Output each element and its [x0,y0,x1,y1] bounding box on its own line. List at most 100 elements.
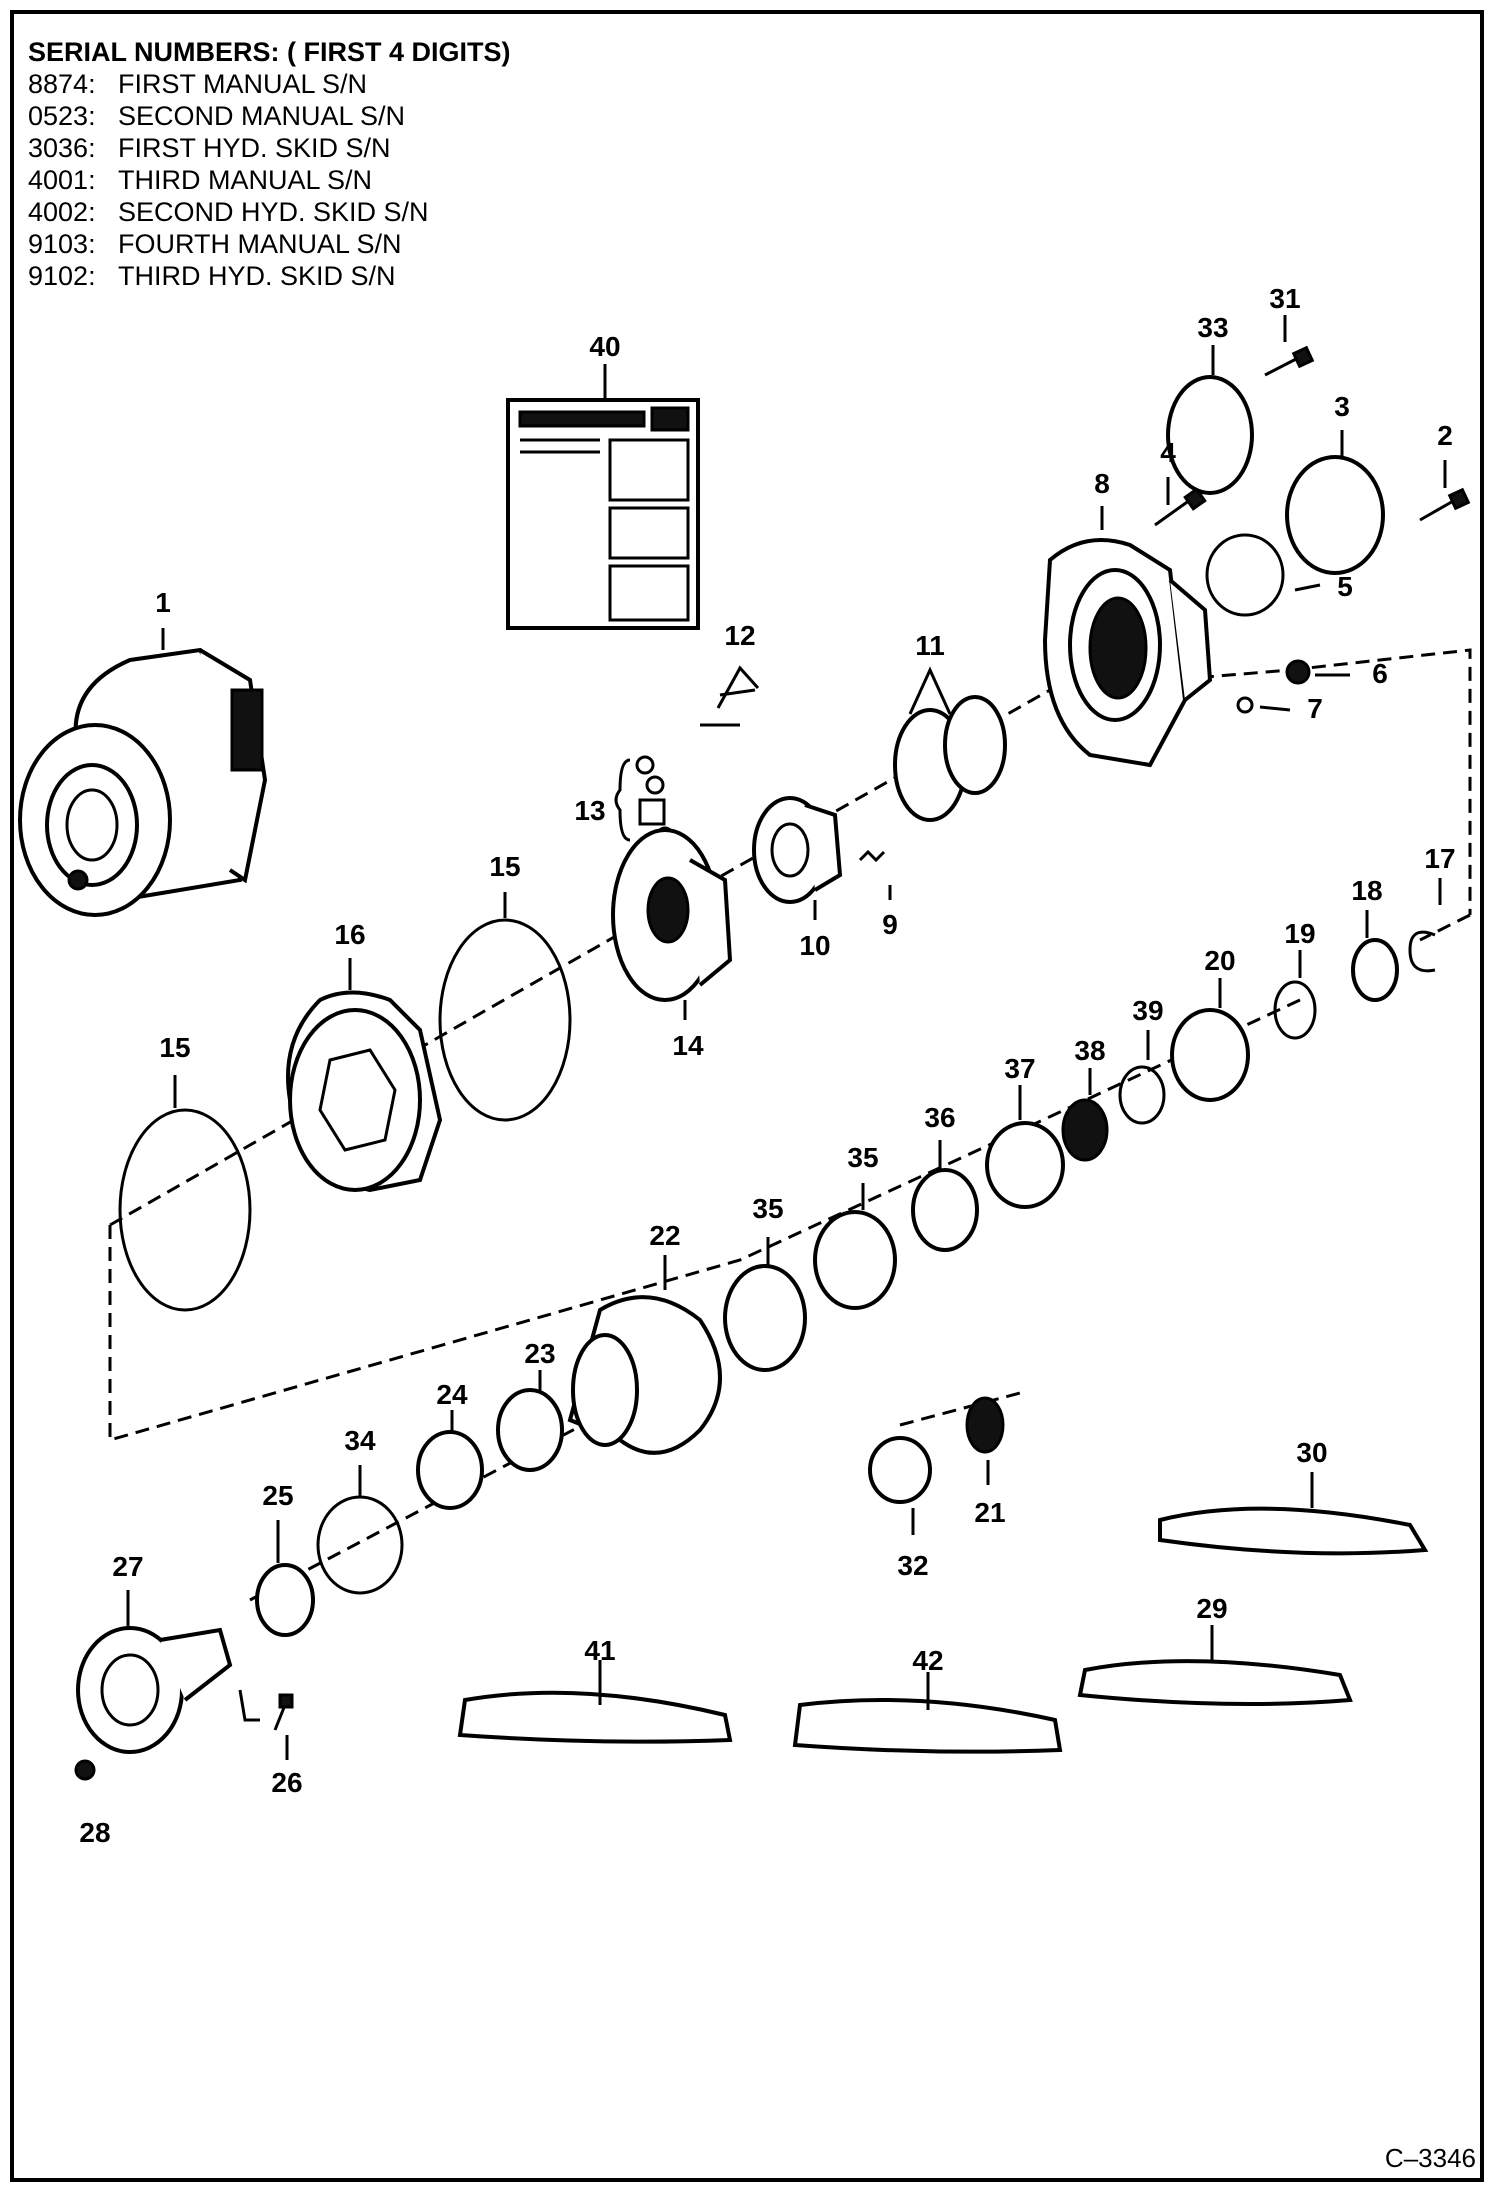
return-leader-right [1289,648,1472,915]
thrust-washer [985,1121,1065,1209]
seal-ring [813,1210,897,1310]
serial-code: 8874: [28,69,96,99]
lower-stack-axis [249,1391,1021,1602]
pins [700,688,756,727]
o-ring [438,918,572,1122]
key [238,1689,260,1722]
callout-37: 37 [1004,1053,1035,1084]
callout-21: 21 [974,1497,1005,1528]
callout-4: 4 [1160,437,1176,468]
callout-19: 19 [1284,918,1315,949]
serial-code: 0523: [28,101,96,131]
callout-28: 28 [79,1817,110,1848]
serial-row: 3036: FIRST HYD. SKID S/N [28,132,511,164]
callout-26: 26 [271,1767,302,1798]
bolt [273,1693,294,1731]
callout-15a: 15 [489,851,520,882]
callout-22: 22 [649,1220,680,1251]
seal [416,1430,484,1510]
callout-11: 11 [915,630,945,661]
callout-5: 5 [1337,571,1353,602]
callout-34: 34 [344,1425,376,1456]
motor-assembly [18,647,268,917]
callout-41: 41 [584,1635,615,1666]
serial-row: 8874: FIRST MANUAL S/N [28,68,511,100]
callout-31: 31 [1269,283,1300,314]
seal-ring [911,1168,979,1252]
o-ring [1118,1065,1166,1125]
callout-2: 2 [1437,420,1453,451]
serial-row: 9103: FOURTH MANUAL S/N [28,228,511,260]
callout-35a: 35 [752,1193,783,1224]
decal [1158,1506,1429,1556]
serial-numbers-header: SERIAL NUMBERS: ( FIRST 4 DIGITS) [28,37,511,67]
spacer-ring [1273,980,1317,1040]
callout-18: 18 [1351,875,1382,906]
figure-code: C–3346 [1384,2143,1476,2173]
bearing [496,1388,564,1472]
output-shaft-hub [76,1626,233,1754]
dust-seal [255,1563,315,1637]
seal [1061,1098,1109,1162]
serial-code: 3036: [28,133,96,163]
callout-32: 32 [897,1550,928,1581]
gerotor-set [286,990,443,1193]
serial-desc: FOURTH MANUAL S/N [118,229,402,259]
leader-line [1294,583,1321,592]
callout-20: 20 [1204,945,1235,976]
spring [858,849,886,863]
seal-ring [723,1264,807,1372]
bolt [1264,345,1315,377]
thrust-washer [868,1436,932,1504]
small-o-ring [1236,696,1254,714]
nut [74,1759,96,1781]
leader-line [908,666,952,715]
cover-plate [1166,375,1254,495]
serial-code: 9102: [28,261,96,291]
housing-flange [1042,538,1213,768]
bolt [1419,487,1471,522]
callout-9: 9 [882,909,898,940]
callout-16: 16 [334,919,365,950]
serial-code: 4001: [28,165,96,195]
serial-desc: FIRST MANUAL S/N [118,69,368,99]
callout-23: 23 [524,1338,555,1369]
cover-plate [1285,455,1385,575]
serial-row: 4002: SECOND HYD. SKID S/N [28,196,511,228]
callout-27: 27 [112,1551,143,1582]
callout-14: 14 [672,1030,704,1061]
drive-housing [567,1295,722,1455]
seal [965,1396,1005,1454]
callout-1: 1 [155,587,171,618]
serial-desc: SECOND MANUAL S/N [118,101,406,131]
decal [1077,1659,1353,1706]
plug [1285,659,1311,685]
serial-code: 9103: [28,229,96,259]
valve-assembly [752,796,843,904]
snap-ring [1408,930,1436,973]
callout-13: 13 [574,795,605,826]
instruction-sheet [506,398,700,630]
callout-29: 29 [1196,1593,1227,1624]
callout-36: 36 [924,1102,955,1133]
decal [792,1698,1063,1754]
callout-10: 10 [799,930,830,961]
serial-row: 4001: THIRD MANUAL S/N [28,164,511,196]
callout-12: 12 [724,620,755,651]
serial-desc: SECOND HYD. SKID S/N [118,197,429,227]
callout-8: 8 [1094,468,1110,499]
callout-35b: 35 [847,1142,878,1173]
brace [614,758,631,842]
serial-code: 4002: [28,197,96,227]
seal-ring [943,695,1007,795]
callout-40: 40 [589,331,620,362]
bearing [1170,1008,1250,1102]
serial-desc: THIRD MANUAL S/N [118,165,373,195]
callout-24: 24 [436,1379,468,1410]
callout-33: 33 [1197,312,1228,343]
leader-line [716,665,760,709]
leader-line [1259,705,1291,712]
serial-desc: FIRST HYD. SKID S/N [118,133,391,163]
o-ring [316,1495,404,1595]
